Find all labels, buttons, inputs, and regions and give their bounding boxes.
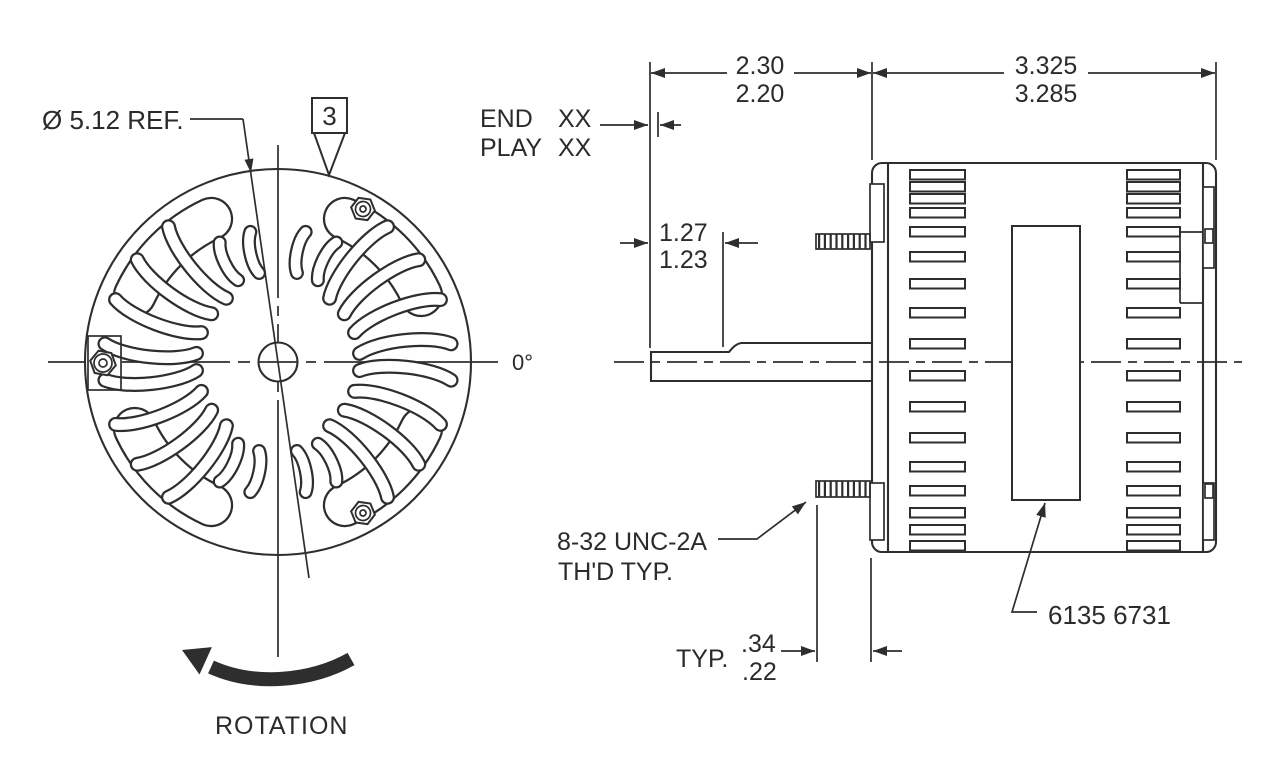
extension-lines <box>649 62 1217 662</box>
rotation-arrow-icon <box>182 647 355 687</box>
dim-flat-min: 1.23 <box>659 246 708 274</box>
play-label: PLAY <box>480 134 542 162</box>
end-value: XX <box>558 105 592 133</box>
revision-flag: 3 <box>311 97 348 178</box>
motor-body-outline <box>870 161 1218 554</box>
rotation-label: ROTATION <box>215 712 348 740</box>
end-shield-outline <box>83 167 473 557</box>
dim-shaft-flat: 1.27 1.23 <box>620 219 758 274</box>
nameplate <box>1011 225 1081 501</box>
shaft-hub <box>257 341 299 383</box>
dim-body-min: 3.285 <box>1015 80 1078 108</box>
dim-stud-max: .34 <box>741 630 776 658</box>
end-label: END <box>480 105 533 133</box>
mounting-stud-bottom <box>815 480 871 498</box>
endbell-details <box>869 183 1215 541</box>
zero-degree-label: 0° <box>512 350 533 375</box>
revision-flag-number: 3 <box>322 101 336 131</box>
dim-stud-projection: TYP. .34 .22 <box>676 630 902 686</box>
part-number: 6135 6731 <box>1048 600 1171 630</box>
dim-flat-max: 1.27 <box>659 219 708 247</box>
motor-end-view: Ø 5.12 REF. 3 0° ROTATION <box>42 97 533 740</box>
thread-label-line2: TH'D TYP. <box>558 558 673 586</box>
dim-body-max: 3.325 <box>1015 52 1078 80</box>
play-value: XX <box>558 134 592 162</box>
thread-label-line1: 8-32 UNC-2A <box>557 528 707 556</box>
dim-body-length: 3.325 3.285 <box>873 52 1215 108</box>
diameter-leader-arrow <box>244 158 254 173</box>
diameter-reference-line <box>242 118 310 579</box>
dim-stud-min: .22 <box>742 658 777 686</box>
through-bolt-left <box>87 335 122 391</box>
mounting-stud-top <box>815 233 871 250</box>
dim-shaft-length: 2.30 2.20 <box>651 52 871 108</box>
dim-stud-typ: TYP. <box>676 645 728 673</box>
end-view-centerlines <box>48 145 498 657</box>
vent-column-right <box>1126 169 1181 552</box>
part-number-callout: 6135 6731 <box>1010 502 1171 630</box>
dim-shaft-max: 2.30 <box>736 52 785 80</box>
dim-shaft-min: 2.20 <box>736 80 785 108</box>
diameter-label: Ø 5.12 REF. <box>42 105 184 135</box>
vent-column-left <box>909 169 966 552</box>
motor-side-view: 2.30 2.20 3.325 3.285 END XX PLAY XX 1.2… <box>480 52 1242 686</box>
end-play-callout: END XX PLAY XX <box>480 105 681 162</box>
motor-shaft <box>649 341 872 383</box>
thread-callout: 8-32 UNC-2A TH'D TYP. <box>557 501 807 586</box>
